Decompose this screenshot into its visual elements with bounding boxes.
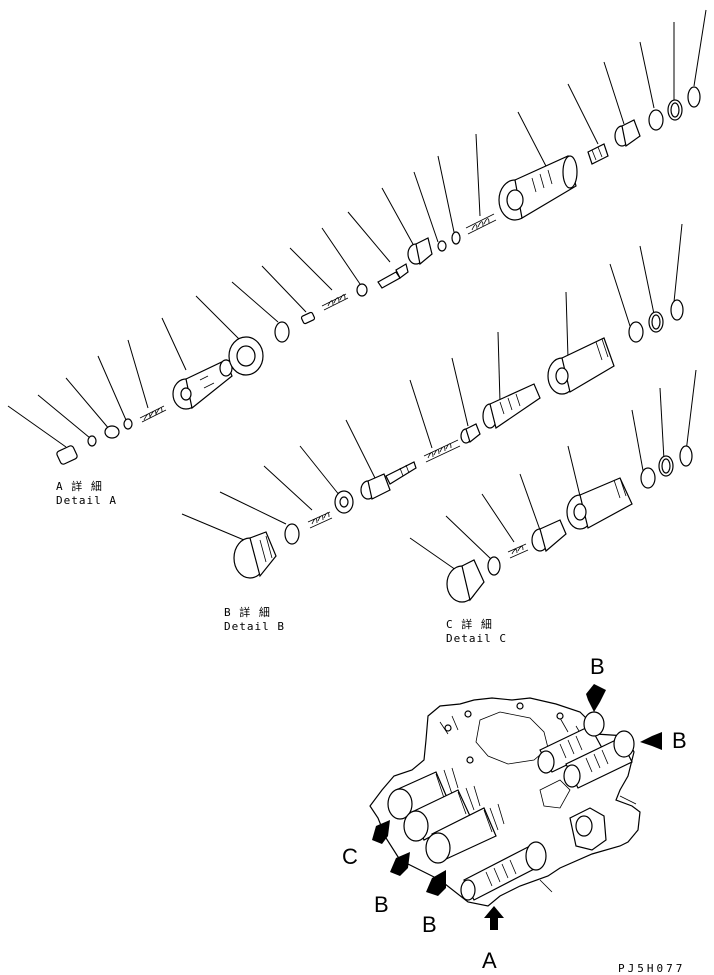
detail-c-plug xyxy=(446,559,485,603)
detail-a-washer-5 xyxy=(451,231,461,245)
detail-a-assembly xyxy=(7,9,707,465)
detail-b-o-ring-3 xyxy=(670,299,684,321)
callout-c: C xyxy=(342,844,358,869)
valve-spool-front-2 xyxy=(403,785,481,842)
valve-spool-front-4 xyxy=(460,841,547,901)
detail-a-nut xyxy=(104,425,120,439)
arrow-c xyxy=(372,820,390,844)
detail-a-o-ring-2 xyxy=(648,109,664,131)
detail-b-plug xyxy=(233,531,277,579)
detail-a-washer-3 xyxy=(356,283,368,297)
detail-a-adjust-screw xyxy=(587,143,609,165)
callout-b-left: B xyxy=(374,892,389,917)
detail-c-sleeve xyxy=(566,477,633,530)
detail-a-spring-3 xyxy=(465,213,497,235)
detail-c-o-ring-3 xyxy=(679,445,693,467)
callout-a: A xyxy=(482,948,497,973)
detail-c-title: C 詳 細 xyxy=(446,618,493,631)
detail-a-seat xyxy=(407,237,433,266)
detail-a-washer-2 xyxy=(123,418,133,430)
detail-c-o-ring-2 xyxy=(640,467,656,489)
valve-spool-front-3 xyxy=(425,803,505,864)
detail-a-locknut xyxy=(228,336,264,376)
detail-a-cap-nut xyxy=(614,119,641,148)
callout-b-lower: B xyxy=(422,912,437,937)
detail-a-poppet xyxy=(377,263,409,289)
detail-a-spring xyxy=(139,405,167,423)
detail-a-title: A 詳 細 xyxy=(56,480,103,493)
detail-c-spring xyxy=(507,543,529,559)
detail-b-subtitle: Detail B xyxy=(224,620,285,633)
arrow-b-lower-left xyxy=(390,852,410,876)
valve-spool-front-1 xyxy=(387,767,459,820)
detail-b-sleeve xyxy=(547,337,615,395)
detail-b-spool xyxy=(360,461,417,500)
detail-a-spring-2 xyxy=(321,293,349,311)
detail-b-washer xyxy=(334,490,354,514)
callout-b-right: B xyxy=(672,728,687,753)
detail-c-assembly xyxy=(409,369,697,603)
reference-code: PJ5H077 xyxy=(618,962,686,975)
detail-a-valve-body xyxy=(172,359,233,410)
detail-b-spring-1 xyxy=(307,511,333,529)
detail-b-title: B 詳 細 xyxy=(224,606,271,619)
detail-a-small-plug xyxy=(300,311,316,325)
detail-a-o-ring-1 xyxy=(274,321,290,343)
arrow-b-right xyxy=(640,732,662,750)
detail-a-washer-4 xyxy=(437,240,447,252)
arrow-b-lower xyxy=(426,870,446,896)
detail-c-o-ring-1 xyxy=(487,556,501,576)
detail-a-washer-1 xyxy=(87,435,97,447)
detail-c-caption: C 詳 細 Detail C xyxy=(446,618,507,646)
detail-b-assembly xyxy=(181,223,684,579)
detail-c-poppet xyxy=(531,519,567,553)
detail-b-retainer xyxy=(460,423,481,444)
detail-a-o-ring-3 xyxy=(687,86,701,108)
detail-b-o-ring-1 xyxy=(284,523,300,545)
detail-a-caption: A 詳 細 Detail A xyxy=(56,480,117,508)
detail-b-caption: B 詳 細 Detail B xyxy=(224,606,285,634)
detail-b-piston xyxy=(482,383,541,429)
detail-a-subtitle: Detail A xyxy=(56,494,117,507)
valve-spool-top-1 xyxy=(537,711,605,774)
arrow-b-top xyxy=(586,684,606,712)
detail-b-o-ring-2 xyxy=(628,321,644,343)
detail-c-subtitle: Detail C xyxy=(446,632,507,645)
arrow-a xyxy=(484,906,504,930)
detail-a-main-body xyxy=(498,155,578,221)
detail-b-spring-2 xyxy=(423,439,461,463)
valve-spool-top-2 xyxy=(563,730,635,789)
callout-b-top: B xyxy=(590,654,605,679)
detail-a-cap xyxy=(56,445,78,465)
